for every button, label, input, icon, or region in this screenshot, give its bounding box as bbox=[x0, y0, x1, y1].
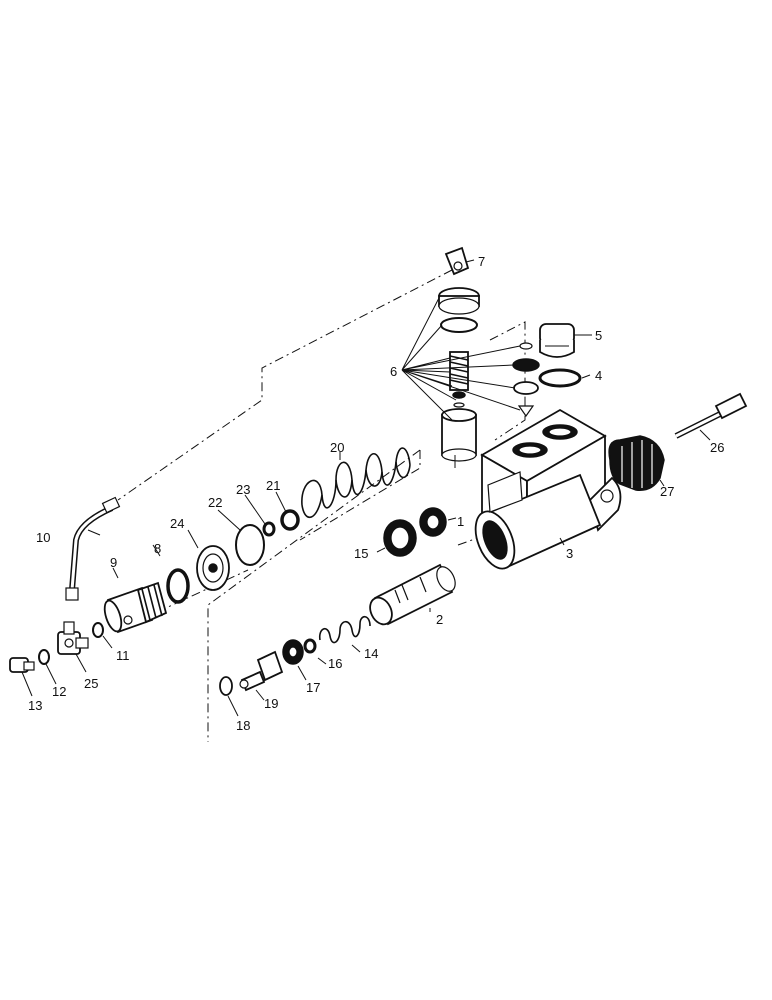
right-small-stack bbox=[512, 342, 540, 418]
seal-ring-21 bbox=[280, 509, 300, 531]
callout-12: 12 bbox=[52, 684, 66, 699]
elbow-fitting bbox=[444, 246, 470, 276]
callout-26: 26 bbox=[710, 440, 724, 455]
assembly-centerlines bbox=[117, 269, 526, 742]
callout-25: 25 bbox=[84, 676, 98, 691]
callout-6: 6 bbox=[390, 364, 397, 379]
callout-16: 16 bbox=[328, 656, 342, 671]
callout-labels: 1 2 3 4 5 6 7 8 9 10 11 12 13 14 15 16 1… bbox=[28, 254, 724, 733]
o-ring-large bbox=[235, 524, 265, 566]
callout-9: 9 bbox=[110, 555, 117, 570]
cup-seal bbox=[383, 519, 417, 557]
callout-21: 21 bbox=[266, 478, 280, 493]
copper-washer-right bbox=[92, 622, 104, 638]
seal-ring-small bbox=[262, 521, 276, 537]
callout-13: 13 bbox=[28, 698, 42, 713]
push-rod bbox=[674, 392, 748, 439]
callout-22: 22 bbox=[208, 495, 222, 510]
callout-7: 7 bbox=[478, 254, 485, 269]
callout-14: 14 bbox=[364, 646, 378, 661]
callout-11: 11 bbox=[116, 648, 130, 663]
sealing-washer bbox=[538, 368, 582, 388]
callout-2: 2 bbox=[436, 612, 443, 627]
banjo-bolt bbox=[9, 657, 35, 673]
valve-spring bbox=[318, 615, 371, 644]
callout-18: 18 bbox=[236, 718, 250, 733]
end-plug bbox=[103, 581, 168, 634]
callout-10: 10 bbox=[36, 530, 50, 545]
callout-20: 20 bbox=[330, 440, 344, 455]
copper-washer-left bbox=[38, 649, 50, 665]
callout-3: 3 bbox=[566, 546, 573, 561]
master-piston bbox=[369, 563, 456, 626]
callout-27: 27 bbox=[660, 484, 674, 499]
callout-1: 1 bbox=[457, 514, 464, 529]
callout-24: 24 bbox=[170, 516, 184, 531]
valve-seal bbox=[282, 639, 304, 665]
valve-cap-stack bbox=[438, 287, 480, 468]
tee-fitting bbox=[57, 621, 89, 655]
circlip bbox=[219, 676, 233, 696]
plug-cap bbox=[539, 323, 575, 358]
callout-17: 17 bbox=[306, 680, 320, 695]
callout-8: 8 bbox=[154, 541, 161, 556]
valve-washer bbox=[303, 638, 317, 654]
callout-4: 4 bbox=[595, 368, 602, 383]
callout-19: 19 bbox=[264, 696, 278, 711]
callout-5: 5 bbox=[595, 328, 602, 343]
return-spring bbox=[301, 447, 411, 519]
piston-disc bbox=[196, 545, 230, 591]
valve-body bbox=[474, 408, 622, 570]
rubber-boot bbox=[608, 435, 665, 491]
callout-15: 15 bbox=[354, 546, 368, 561]
valve-stem bbox=[239, 650, 284, 692]
o-ring-plug bbox=[166, 568, 190, 604]
callout-23: 23 bbox=[236, 482, 250, 497]
leader-lines bbox=[21, 259, 711, 717]
brake-pipe bbox=[65, 496, 121, 601]
